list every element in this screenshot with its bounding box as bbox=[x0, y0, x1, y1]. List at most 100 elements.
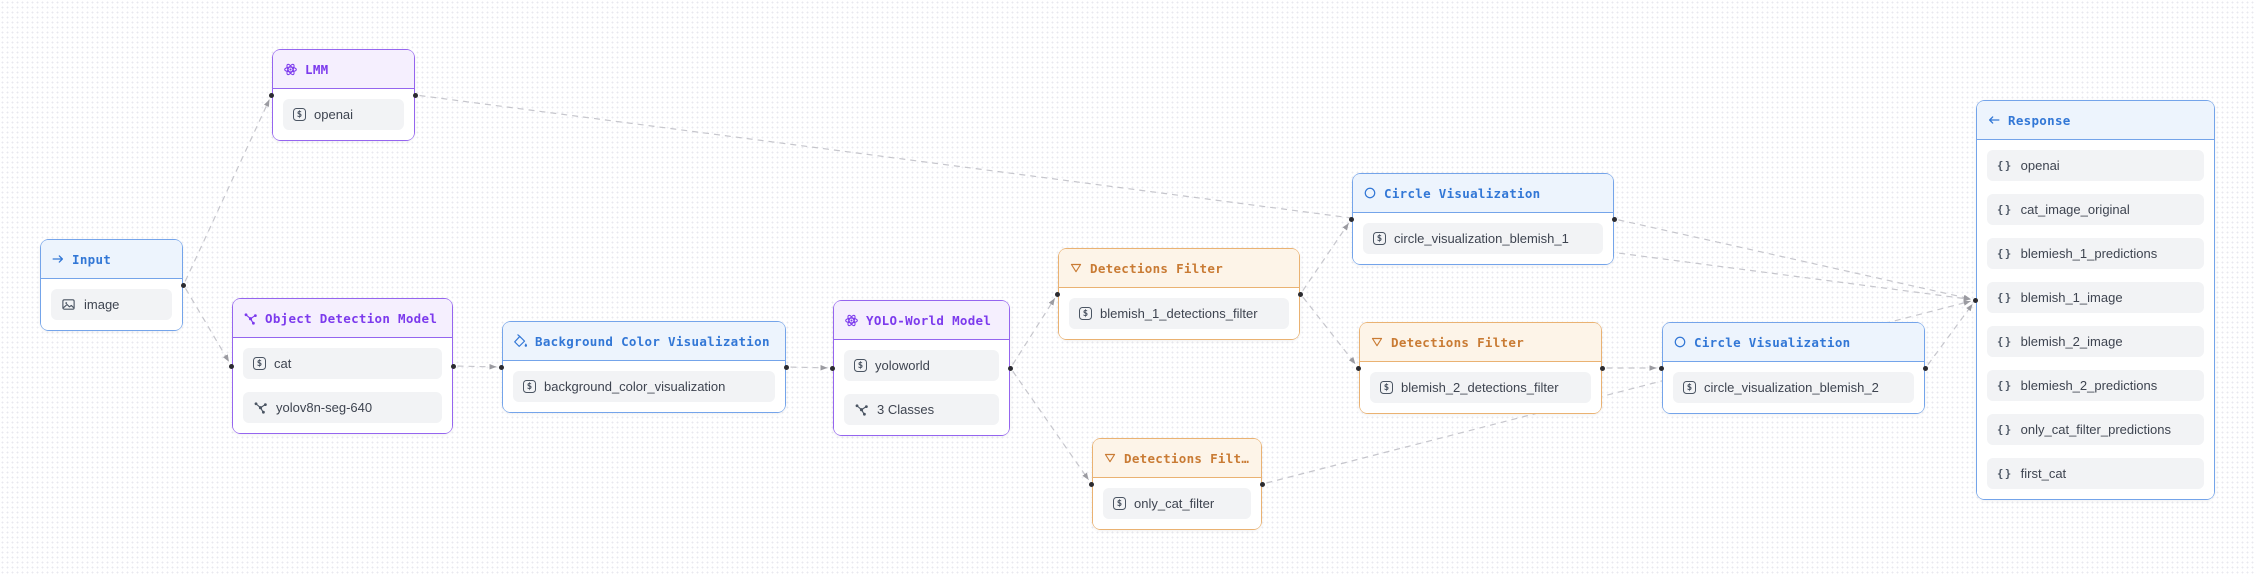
node-item-label: circle_visualization_blemish_1 bbox=[1394, 231, 1569, 246]
node-item[interactable]: {} blemiesh_1_predictions bbox=[1987, 238, 2204, 269]
input-port[interactable] bbox=[1055, 291, 1060, 297]
workflow-node-yolo[interactable]: YOLO-World Model $ yoloworld 3 Classes bbox=[830, 300, 1013, 436]
node-title: Detections Filter bbox=[1090, 260, 1224, 276]
string-icon: $ bbox=[293, 108, 306, 121]
workflow-node-filter1[interactable]: Detections Filter $ blemish_1_detections… bbox=[1055, 248, 1303, 340]
input-port[interactable] bbox=[830, 365, 835, 371]
node-item-label: blemish_1_detections_filter bbox=[1100, 306, 1258, 321]
node-header: YOLO-World Model bbox=[834, 301, 1009, 340]
braces-icon: {} bbox=[1997, 335, 2013, 348]
output-port[interactable] bbox=[451, 363, 456, 369]
node-item[interactable]: image bbox=[51, 289, 172, 320]
node-item[interactable]: {} first_cat bbox=[1987, 458, 2204, 489]
node-item[interactable]: $ blemish_1_detections_filter bbox=[1069, 298, 1289, 329]
string-icon: $ bbox=[523, 380, 536, 393]
output-port[interactable] bbox=[1923, 365, 1928, 371]
node-item[interactable]: $ blemish_2_detections_filter bbox=[1370, 372, 1591, 403]
input-port[interactable] bbox=[1659, 365, 1664, 371]
funnel-icon bbox=[1069, 261, 1083, 275]
node-body: $ blemish_2_detections_filter bbox=[1360, 362, 1601, 413]
node-item[interactable]: $ openai bbox=[283, 99, 404, 130]
node-item-label: circle_visualization_blemish_2 bbox=[1704, 380, 1879, 395]
node-body: $ only_cat_filter bbox=[1093, 478, 1261, 529]
input-port[interactable] bbox=[229, 363, 234, 369]
node-header: Circle Visualization bbox=[1353, 174, 1613, 213]
output-port[interactable] bbox=[1600, 365, 1605, 371]
node-body: {} openai {} cat_image_original {} blemi… bbox=[1977, 140, 2214, 499]
workflow-node-odm[interactable]: Object Detection Model $ cat yolov8n-seg… bbox=[229, 298, 456, 434]
node-header: Object Detection Model bbox=[233, 299, 452, 338]
workflow-node-filter2[interactable]: Detections Filter $ blemish_2_detections… bbox=[1356, 322, 1605, 414]
node-body: $ circle_visualization_blemish_1 bbox=[1353, 213, 1613, 264]
node-body: $ cat yolov8n-seg-640 bbox=[233, 338, 452, 433]
node-item-label: only_cat_filter_predictions bbox=[2020, 422, 2171, 437]
output-port[interactable] bbox=[1298, 291, 1303, 297]
workflow-node-lmm[interactable]: LMM $ openai bbox=[269, 49, 418, 141]
string-icon: $ bbox=[1079, 307, 1092, 320]
output-port[interactable] bbox=[413, 92, 418, 98]
node-header: Detections Filter bbox=[1059, 249, 1299, 288]
node-item[interactable]: yolov8n-seg-640 bbox=[243, 392, 442, 423]
node-item[interactable]: $ circle_visualization_blemish_2 bbox=[1673, 372, 1914, 403]
molecule-icon bbox=[243, 311, 258, 326]
workflow-node-bcv[interactable]: Background Color Visualization $ backgro… bbox=[499, 321, 789, 413]
node-item-label: blemish_1_image bbox=[2020, 290, 2123, 305]
node-item[interactable]: $ background_color_visualization bbox=[513, 371, 775, 402]
output-port[interactable] bbox=[1260, 481, 1265, 487]
node-item[interactable]: {} blemish_1_image bbox=[1987, 282, 2204, 313]
input-port[interactable] bbox=[269, 92, 274, 98]
output-port[interactable] bbox=[1008, 365, 1013, 371]
workflow-node-filter3[interactable]: Detections Filter $ only_cat_filter bbox=[1089, 438, 1265, 530]
input-port[interactable] bbox=[1349, 216, 1354, 222]
node-item[interactable]: {} only_cat_filter_predictions bbox=[1987, 414, 2204, 445]
node-item[interactable]: 3 Classes bbox=[844, 394, 999, 425]
braces-icon: {} bbox=[1997, 291, 2013, 304]
node-title: LMM bbox=[305, 61, 329, 77]
edge-lmm-response bbox=[419, 94, 1971, 302]
node-item[interactable]: $ cat bbox=[243, 348, 442, 379]
node-header: Input bbox=[41, 240, 182, 279]
edge-bcv-yolo bbox=[790, 364, 828, 371]
edge-yolo-filter1 bbox=[1012, 297, 1056, 365]
node-item[interactable]: $ only_cat_filter bbox=[1103, 488, 1251, 519]
edge-cv2-response bbox=[1927, 303, 1974, 366]
node-title: Detections Filter bbox=[1124, 450, 1251, 466]
node-title: Circle Visualization bbox=[1384, 185, 1541, 201]
string-icon: $ bbox=[854, 359, 867, 372]
node-item[interactable]: $ yoloworld bbox=[844, 350, 999, 381]
edge-cv1-response bbox=[1618, 219, 1971, 301]
node-item-label: only_cat_filter bbox=[1134, 496, 1215, 511]
input-port[interactable] bbox=[1356, 365, 1361, 371]
braces-icon: {} bbox=[1997, 467, 2013, 480]
workflow-node-cv2[interactable]: Circle Visualization $ circle_visualizat… bbox=[1659, 322, 1928, 414]
node-item-label: blemiesh_2_predictions bbox=[2020, 378, 2158, 393]
output-port[interactable] bbox=[181, 282, 186, 288]
node-item[interactable]: {} blemish_2_image bbox=[1987, 326, 2204, 357]
workflow-node-response[interactable]: Response {} openai {} cat_image_original… bbox=[1973, 100, 2215, 500]
node-item[interactable]: $ circle_visualization_blemish_1 bbox=[1363, 223, 1603, 254]
braces-icon: {} bbox=[1997, 423, 2013, 436]
input-port[interactable] bbox=[1089, 481, 1094, 487]
output-port[interactable] bbox=[1612, 216, 1617, 222]
node-item[interactable]: {} blemiesh_2_predictions bbox=[1987, 370, 2204, 401]
node-title: Response bbox=[2008, 112, 2071, 128]
braces-icon: {} bbox=[1997, 379, 2013, 392]
atom-icon bbox=[844, 313, 859, 328]
input-port[interactable] bbox=[499, 364, 504, 370]
node-item[interactable]: {} openai bbox=[1987, 150, 2204, 181]
node-header: LMM bbox=[273, 50, 414, 89]
molecule-icon bbox=[854, 402, 869, 417]
node-item-label: cat bbox=[274, 356, 292, 371]
output-port[interactable] bbox=[784, 364, 789, 370]
circle-icon bbox=[1363, 186, 1377, 200]
input-port[interactable] bbox=[1973, 297, 1978, 303]
workflow-node-input[interactable]: Input image bbox=[40, 239, 186, 331]
node-item[interactable]: {} cat_image_original bbox=[1987, 194, 2204, 225]
node-header: Response bbox=[1977, 101, 2214, 140]
node-item-label: cat_image_original bbox=[2020, 202, 2130, 217]
workflow-node-cv1[interactable]: Circle Visualization $ circle_visualizat… bbox=[1349, 173, 1617, 265]
node-header: Circle Visualization bbox=[1663, 323, 1924, 362]
node-header: Detections Filter bbox=[1360, 323, 1601, 362]
